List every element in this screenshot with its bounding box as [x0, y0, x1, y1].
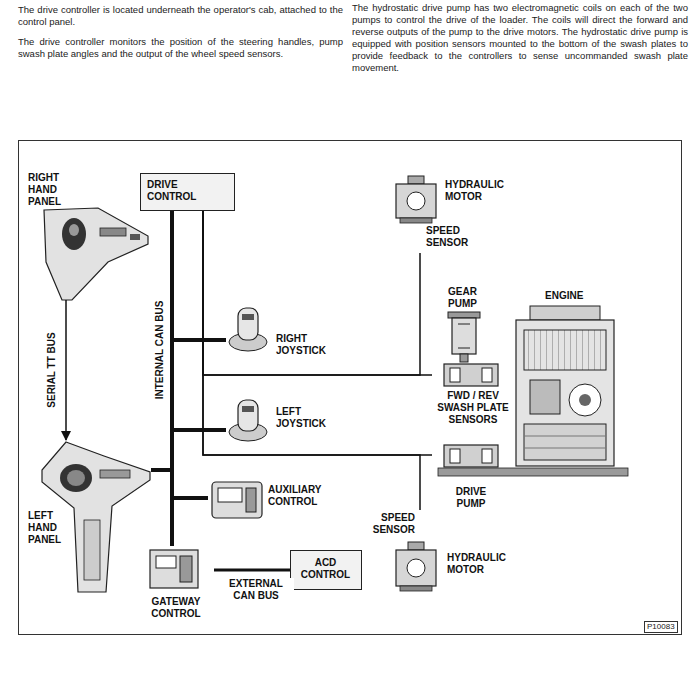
hydraulic-motor-icon: [396, 176, 436, 223]
drive-control: DRIVE CONTROL: [140, 173, 235, 211]
signal-wire: [203, 211, 420, 510]
bus-label: INTERNAL CAN BUS: [154, 299, 166, 402]
note-text: The hydrostatic drive pump has two elect…: [352, 2, 688, 74]
component-label: GATEWAY CONTROL: [142, 596, 210, 620]
signal-wire: [203, 211, 432, 375]
left-hand-panel: LEFT HAND PANEL: [26, 440, 151, 595]
hydraulic-motor: SPEED SENSOR HYDRAULIC MOTOR: [355, 510, 530, 598]
hydraulic-motor-icon: [396, 542, 436, 591]
bus-label: EXTERNAL CAN BUS: [218, 578, 294, 602]
left-joystick: LEFT JOYSTICK: [226, 396, 349, 444]
note-text: The drive controller is located undernea…: [18, 4, 343, 28]
component-label: HYDRAULIC MOTOR: [447, 552, 527, 576]
bus-line: [151, 211, 172, 470]
gateway-control: GATEWAY CONTROL: [138, 546, 214, 624]
right-panel-icon: [44, 208, 148, 300]
component-label: RIGHT HAND PANEL: [28, 172, 73, 208]
component-label: GEAR PUMP: [448, 286, 493, 310]
component-label: LEFT JOYSTICK: [276, 406, 346, 430]
hydraulic-motor: HYDRAULIC MOTOR SPEED SENSOR: [390, 173, 530, 253]
signal-wire: [203, 211, 432, 455]
left-panel-icon: [42, 442, 150, 592]
component-label: AUXILIARY CONTROL: [268, 484, 343, 508]
component-label: FWD / REV SWASH PLATE SENSORS: [433, 390, 513, 426]
right-joystick: RIGHT JOYSTICK: [226, 303, 349, 361]
figure-number: P10083: [644, 621, 678, 633]
auxiliary-control: AUXILIARY CONTROL: [208, 476, 348, 524]
gear-pump: GEAR PUMP: [440, 286, 500, 358]
swash-plate-sensors: FWD / REV SWASH PLATE SENSORS: [432, 360, 516, 429]
note-text: The drive controller monitors the positi…: [18, 36, 343, 60]
component-label: ENGINE: [545, 290, 615, 302]
bus-label: SERIAL TT BUS: [46, 330, 58, 409]
gateway-control-icon: [150, 550, 198, 588]
bus-line: [172, 211, 226, 430]
acd-control: ACD CONTROL: [290, 550, 362, 590]
signal-wire: [65, 300, 67, 440]
component-label: HYDRAULIC MOTOR: [445, 179, 525, 203]
diagram-frame: [19, 141, 682, 635]
component-label: LEFT HAND PANEL: [28, 510, 73, 546]
joystick-icon: [229, 308, 267, 351]
auxiliary-control-icon: [212, 482, 262, 518]
component-label: RIGHT JOYSTICK: [276, 333, 346, 357]
engine: ENGINE: [505, 288, 630, 470]
component-label: ACD CONTROL: [297, 557, 354, 581]
component-label: DRIVE PUMP: [446, 486, 496, 510]
bus-line: [172, 211, 226, 340]
bus-line: [214, 569, 290, 572]
component-label: DRIVE CONTROL: [147, 179, 202, 203]
joystick-icon: [229, 400, 267, 441]
mounting-base: [438, 468, 628, 476]
right-hand-panel: RIGHT HAND PANEL: [26, 170, 151, 300]
engine-icon: [516, 306, 614, 466]
drive-pump: DRIVE PUMP: [432, 442, 517, 513]
component-label: SPEED SENSOR: [355, 512, 415, 536]
gear-pump-icon: [448, 312, 480, 362]
signal-wire: [203, 211, 420, 375]
component-label: SPEED SENSOR: [426, 225, 496, 249]
